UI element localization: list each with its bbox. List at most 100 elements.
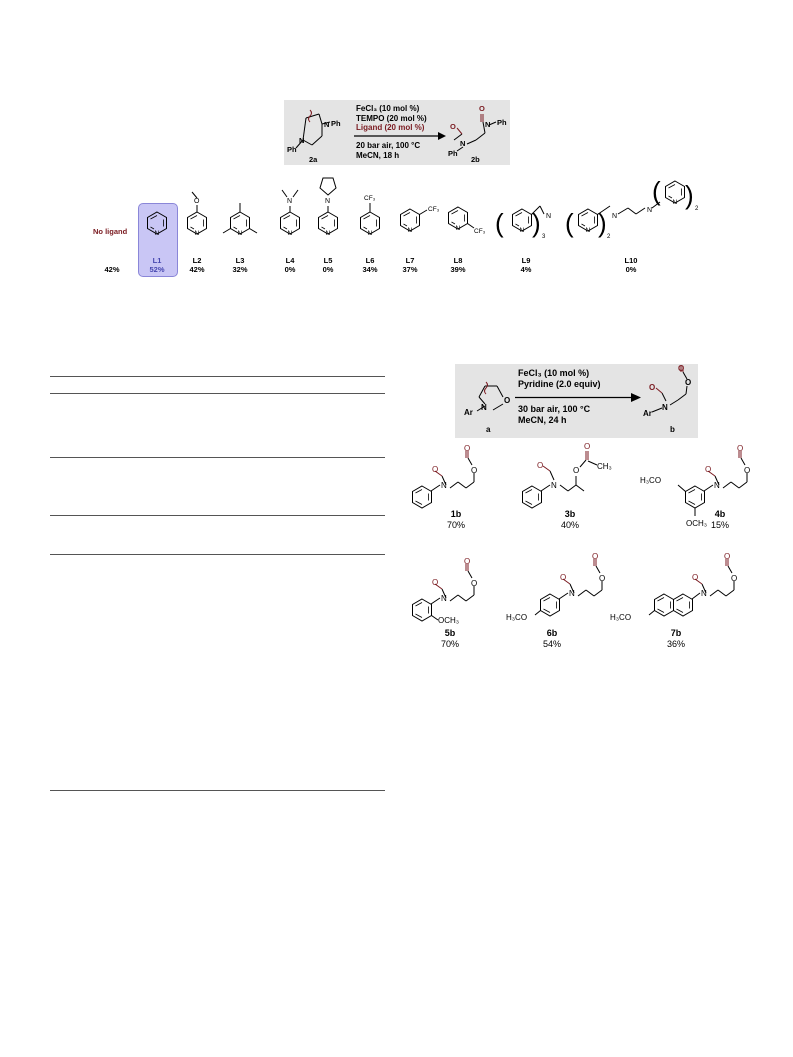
product-6b-structure: N O O O H₃CO (506, 552, 605, 622)
svg-text:O: O (464, 557, 470, 566)
product-4b-structure: N O O O H₃CO OCH₃ (640, 444, 750, 528)
svg-text:O: O (692, 573, 698, 582)
atom-ar: Ar (643, 409, 652, 418)
scheme1-conditions-below: 20 bar air, 100 °C MeCN, 18 h (356, 141, 420, 160)
no-ligand-label: No ligand (93, 227, 128, 236)
atom-n: N (299, 136, 304, 145)
ligand-l3-label: L3 (235, 256, 245, 265)
svg-text:OCH₃: OCH₃ (686, 519, 707, 528)
ligand-l5-label: L5 (323, 256, 333, 265)
svg-text:3: 3 (542, 234, 546, 240)
ligand-l1-structure: N (147, 211, 167, 237)
product-1b-yield: 70% (446, 520, 465, 530)
ligand-l6-structure: N CF₃ (360, 195, 380, 237)
condition-2: TEMPO (20 mol %) (356, 113, 427, 123)
svg-text:N: N (238, 230, 243, 237)
product-4b-yield: 15% (710, 520, 729, 530)
svg-text:N: N (701, 589, 707, 598)
svg-text:CF₃: CF₃ (428, 206, 440, 213)
scheme1-arrow (354, 132, 446, 140)
scheme2-conditions-below: 30 bar air, 100 °C MeCN, 24 h (518, 404, 590, 426)
condition-3: Ligand (20 mol %) (356, 123, 425, 132)
svg-text:CF₃: CF₃ (474, 228, 486, 235)
ligand-l7-structure: N CF₃ (400, 206, 440, 234)
svg-text:N: N (586, 227, 591, 234)
ligand-l2-structure: N O (187, 191, 207, 237)
svg-text:O: O (744, 466, 750, 475)
ligand-l8-yield: 39% (450, 265, 466, 274)
atom-ph: Ph (287, 145, 297, 154)
ligand-structures: N N O N N N N N N CF₃ N CF₃ N CF₃ ( N )3… (147, 176, 699, 240)
ligand-l1-yield: 52% (149, 265, 165, 274)
ligand-l1-highlight (138, 203, 178, 277)
svg-text:N: N (647, 207, 652, 214)
condition-3: 30 bar air, 100 °C (518, 404, 591, 414)
ligand-l1-label: L1 (152, 256, 162, 265)
svg-text:N: N (673, 199, 678, 206)
ligand-l10-label: L10 (624, 256, 638, 265)
atom-n: N (460, 139, 465, 148)
ligand-l5-structure: N N (318, 177, 338, 237)
svg-text:O: O (573, 466, 579, 475)
svg-text:): ) (532, 208, 541, 238)
table-rule-2 (50, 515, 385, 516)
atom-o: O (649, 383, 655, 392)
ligand-l3-structure: N (222, 203, 258, 237)
ligand-l4-label: L4 (285, 256, 295, 265)
atom-n: N (662, 403, 668, 412)
ligand-l2-label: L2 (192, 256, 202, 265)
ligand-l5-yield: 0% (322, 265, 334, 274)
ligand-l9-label: L9 (521, 256, 531, 265)
svg-text:(: ( (652, 176, 661, 206)
product-3b-label: 3b (564, 509, 576, 519)
atom-o: O (678, 364, 684, 373)
svg-text:O: O (592, 552, 598, 561)
svg-text:O: O (194, 198, 200, 205)
svg-text:N: N (195, 230, 200, 237)
ligand-l9-yield: 4% (520, 265, 532, 274)
table-rule-header (50, 393, 385, 394)
svg-text:N: N (569, 589, 575, 598)
table-rule-1 (50, 457, 385, 458)
product-5b-label: 5b (444, 628, 456, 638)
atom-ph: Ph (497, 118, 507, 127)
ligand-l10-structure: ( N )2 N N ( N )2 (565, 176, 699, 240)
scheme1-substrate-2a: N Ph N Ph 2a (287, 109, 341, 164)
svg-text:O: O (737, 444, 743, 453)
product-3b-structure: N O O O CH₃ (522, 442, 612, 509)
svg-text:CH₃: CH₃ (597, 462, 612, 471)
product-label: b (670, 425, 675, 434)
product-3b-yield: 40% (560, 520, 579, 530)
svg-text:2: 2 (607, 234, 611, 240)
svg-text:O: O (537, 461, 543, 470)
svg-text:N: N (326, 230, 331, 237)
scheme2-product-b: O O O N Ar b (643, 364, 691, 434)
svg-text:(: ( (495, 208, 504, 238)
svg-text:O: O (471, 466, 477, 475)
svg-text:O: O (724, 552, 730, 561)
svg-text:O: O (731, 574, 737, 583)
condition-5: MeCN, 18 h (356, 150, 400, 160)
product-5b-yield: 70% (440, 639, 459, 649)
condition-4: 20 bar air, 100 °C (356, 141, 421, 150)
svg-text:O: O (464, 444, 470, 453)
product-7b-label: 7b (670, 628, 682, 638)
ligand-l7-yield: 37% (402, 265, 418, 274)
svg-text:O: O (705, 465, 711, 474)
svg-text:H₃CO: H₃CO (640, 476, 661, 485)
svg-text:): ) (598, 208, 607, 238)
svg-text:OCH₃: OCH₃ (438, 616, 459, 625)
product-7b-yield: 36% (666, 639, 685, 649)
svg-text:N: N (368, 230, 373, 237)
svg-text:N: N (551, 481, 557, 490)
ligand-l3-yield: 32% (232, 265, 248, 274)
ligand-l4-structure: N N (280, 189, 300, 237)
atom-ph: Ph (448, 149, 458, 158)
atom-ph: Ph (331, 119, 341, 128)
svg-text:O: O (560, 573, 566, 582)
scheme1-product-2b: O O N Ph N Ph 2b (448, 104, 507, 164)
svg-text:2: 2 (695, 206, 699, 212)
product-structures: N O O O N O O O CH₃ N O O O H₃CO OCH₃ N … (412, 442, 750, 625)
scheme2-arrow (515, 393, 641, 402)
condition-2: Pyridine (2.0 equiv) (518, 379, 601, 389)
